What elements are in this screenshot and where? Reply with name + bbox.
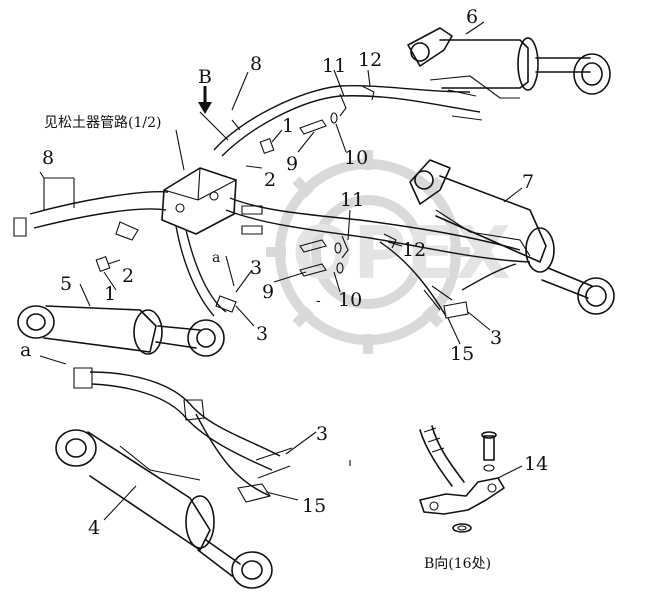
callout-11-top: 11	[322, 55, 346, 77]
reference-note: 见松土器管路(1/2)	[44, 115, 161, 131]
view-b-marker: B	[198, 66, 212, 88]
callout-14: 14	[524, 453, 548, 475]
callout-15-bottom: 15	[302, 495, 326, 517]
view-b-arrow	[198, 86, 212, 114]
callout-12-top: 12	[358, 49, 382, 71]
callout-11-mid: 11	[340, 189, 364, 211]
callout-10-mid: 10	[338, 289, 362, 311]
watermark: OPEX	[266, 150, 511, 354]
callout-3-lower: 3	[256, 323, 268, 345]
callout-3-mid: 3	[250, 257, 262, 279]
callout-9-top: 9	[286, 153, 298, 175]
detail-a-label-mid: a	[212, 250, 220, 266]
fittings	[13, 85, 469, 503]
callout-8-left: 8	[42, 147, 54, 169]
callout-1-top: 1	[282, 115, 294, 137]
callout-4: 4	[88, 517, 100, 539]
callout-15-right: 15	[450, 343, 474, 365]
view-b-caption: B向(16处)	[424, 556, 491, 572]
callout-10-top: 10	[344, 147, 368, 169]
callout-3-bottom: 3	[316, 423, 328, 445]
callouts: 6 8 11 12 1 9 10 2 7 8 11 12 2 3 9 1 5 1…	[42, 6, 548, 539]
callout-9-mid: 9	[262, 281, 274, 303]
watermark-text: OPEX	[292, 211, 511, 295]
callout-7: 7	[522, 171, 534, 193]
view-b-detail	[419, 425, 505, 533]
callout-2-top: 2	[264, 169, 276, 191]
detail-a-label-left: a	[20, 339, 31, 361]
callout-2-left: 2	[122, 265, 134, 287]
callout-1-left: 1	[104, 283, 116, 305]
callout-3-right: 3	[490, 327, 502, 349]
callout-5: 5	[60, 273, 72, 295]
callout-6: 6	[466, 6, 478, 28]
callout-8-top: 8	[250, 53, 262, 75]
dash-mark: -	[316, 293, 321, 309]
leader-lines	[39, 21, 523, 521]
cylinder-5	[17, 305, 225, 357]
cylinder-6	[407, 27, 611, 99]
callout-12-mid: 12	[402, 239, 426, 261]
valve-block	[161, 167, 237, 235]
cylinder-4	[55, 429, 273, 589]
